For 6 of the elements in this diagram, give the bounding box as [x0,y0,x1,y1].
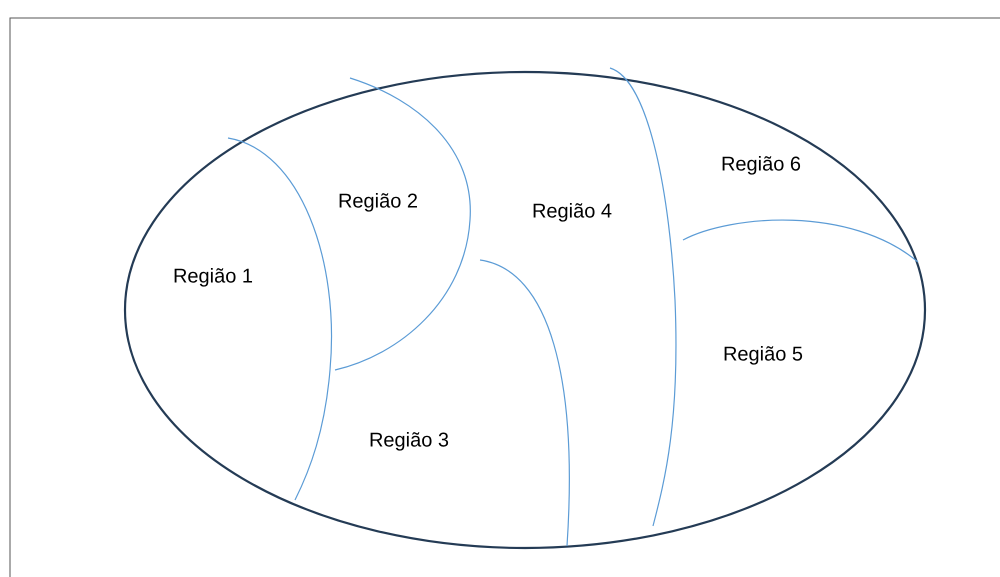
region-label: Região 6 [720,154,802,176]
region-label: Região 3 [368,430,450,452]
region-label: Região 5 [722,344,804,366]
region-label: Região 4 [532,200,612,224]
region-label: Região 2 [338,190,418,214]
region-label: Região 1 [172,266,254,288]
